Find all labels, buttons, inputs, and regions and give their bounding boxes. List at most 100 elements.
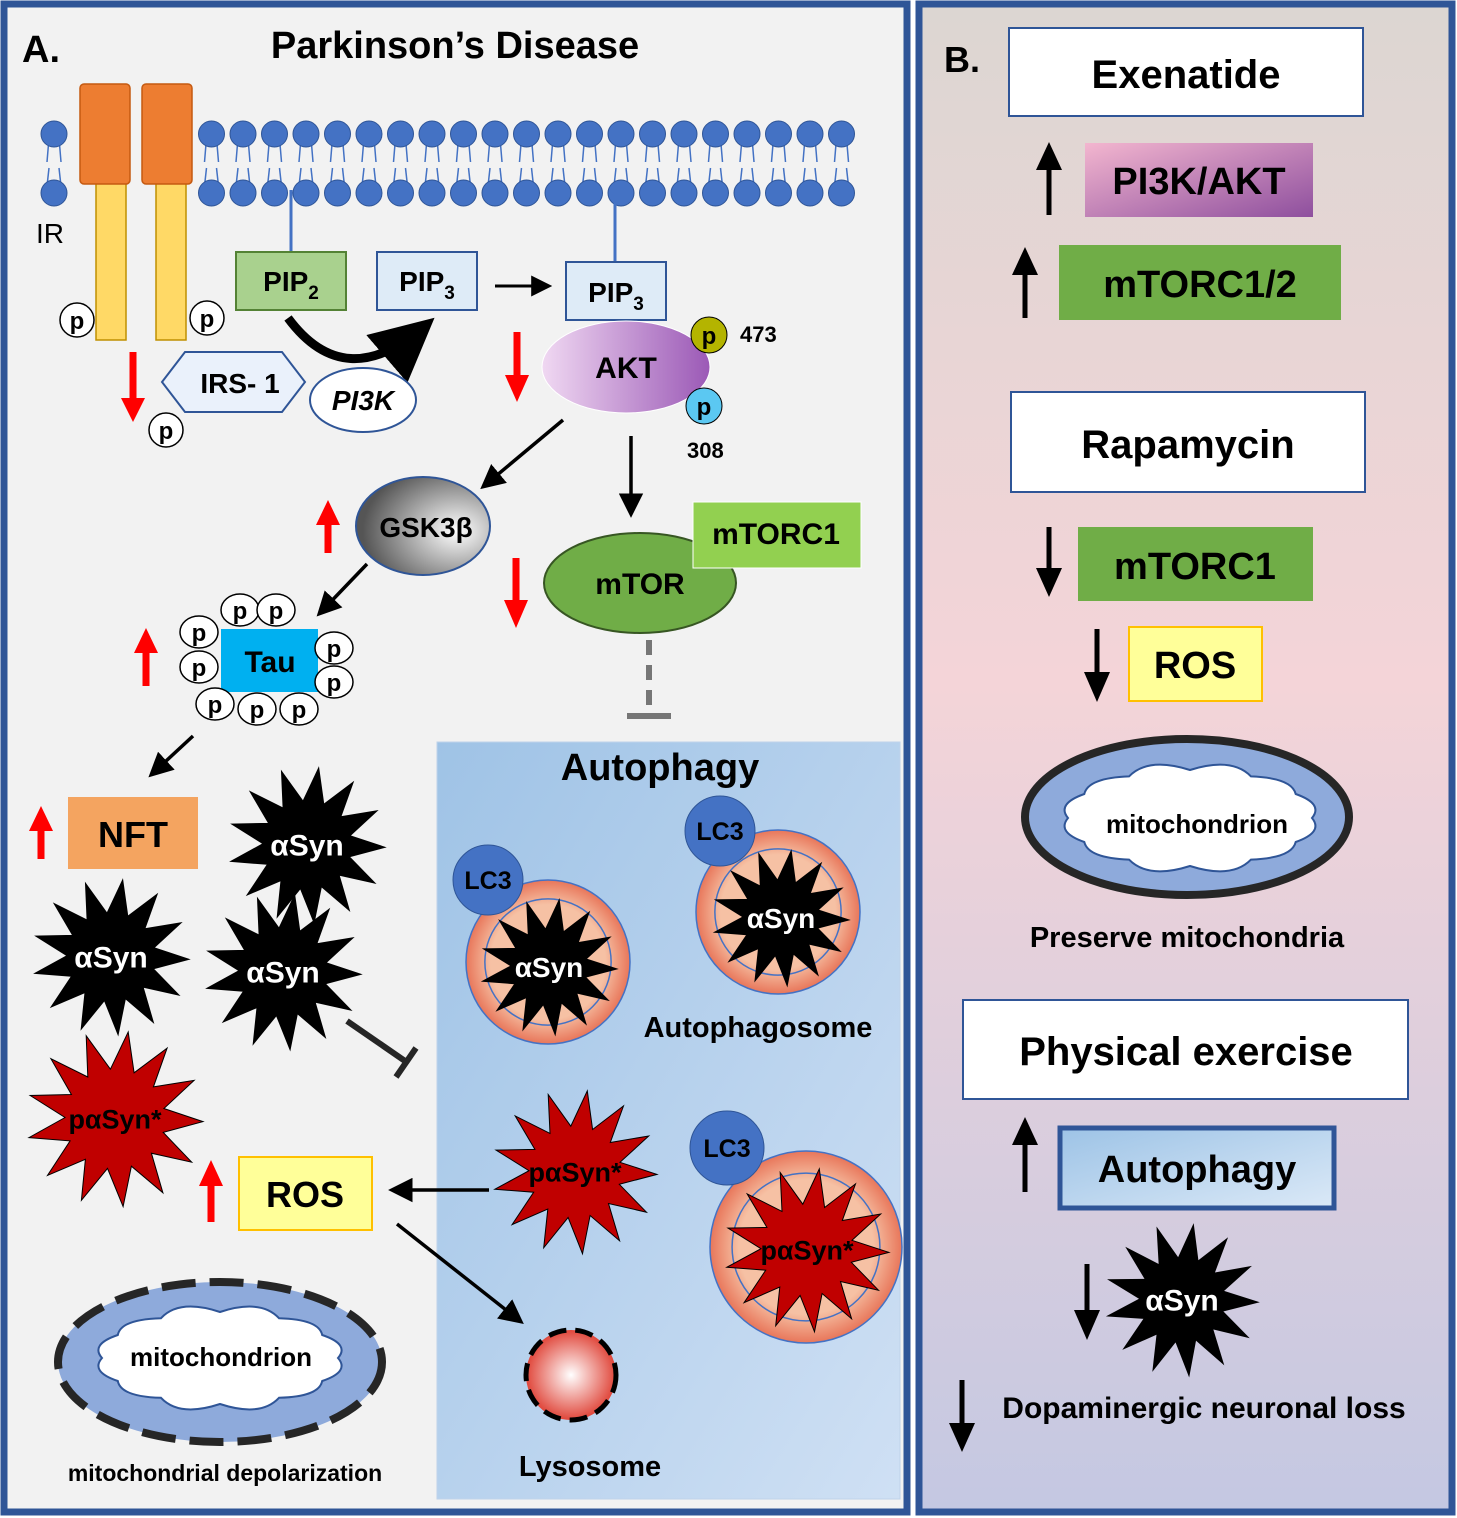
rapamycin-box: Rapamycin [1010,391,1366,493]
lc3-marker: LC3 [689,1110,765,1186]
exercise-box: Physical exercise [962,999,1409,1100]
asyn-star: αSyn [1105,1223,1260,1378]
autophagy-up-arrow [1012,1117,1038,1192]
mtorc12-up-arrow [1012,247,1038,318]
mtorc1-down-arrow [1036,527,1062,597]
pi3k-akt-box: PI3K/AKT [1085,143,1313,217]
lysosome [523,1327,619,1423]
dopaminergic-loss-label: Dopaminergic neuronal loss [1002,1392,1405,1425]
svg-text:pαSyn*: pαSyn* [760,1235,854,1265]
svg-text:LC3: LC3 [696,818,743,846]
svg-text:p: p [192,620,207,647]
pip3-membrane-box: PIP3 [565,261,667,321]
svg-text:PI3K/AKT: PI3K/AKT [1112,161,1285,203]
ros-down-arrow [1084,629,1110,702]
akt-ellipse: AKT [541,320,711,414]
svg-text:p: p [269,598,284,625]
pip2-to-pip3-arrow [284,315,435,383]
svg-text:p: p [70,308,85,335]
tau-box: Tau [221,629,318,692]
svg-text:PIP3: PIP3 [399,266,455,304]
insulin-receptor [79,83,193,341]
lysosome-label: Lysosome [519,1451,661,1483]
svg-text:ROS: ROS [266,1174,344,1215]
mtorc1-box-b: mTORC1 [1078,527,1313,601]
ros-increase-arrow [199,1160,223,1222]
svg-text:p: p [702,323,717,350]
cell-membrane [40,120,855,207]
svg-text:αSyn: αSyn [270,830,343,863]
receptor-phospho-left: p [59,302,95,338]
svg-text:NFT: NFT [98,814,168,855]
svg-text:PI3K: PI3K [332,385,396,416]
lc3-marker: LC3 [684,795,756,867]
autophagy-title: Autophagy [561,747,759,789]
svg-text:Tau: Tau [244,646,295,679]
akt-decrease-arrow [505,332,529,402]
pip3-box: PIP3 [376,251,478,311]
svg-text:LC3: LC3 [703,1135,750,1163]
asyn-star: αSyn [33,878,191,1037]
svg-text:Autophagy: Autophagy [1098,1149,1296,1191]
irs1-decrease-arrow [121,352,145,422]
svg-text:GSK3β: GSK3β [379,512,472,543]
mtor-decrease-arrow [504,558,528,628]
svg-text:αSyn: αSyn [74,942,147,975]
pi3k-ellipse: PI3K [309,367,417,433]
svg-text:LC3: LC3 [464,867,511,895]
svg-text:p: p [250,697,265,724]
akt-phospho-473: p [690,316,728,354]
nft-increase-arrow [29,806,53,859]
receptor-phospho-right: p [189,300,225,336]
panel-a-letter: A. [22,29,60,71]
dopaminergic-down-arrow [949,1380,975,1452]
svg-text:pαSyn*: pαSyn* [528,1157,622,1187]
svg-text:p: p [192,655,207,682]
svg-text:ROS: ROS [1154,645,1236,687]
svg-text:p: p [327,636,342,663]
tau-increase-arrow [134,628,158,686]
svg-text:αSyn: αSyn [246,957,319,990]
asyn-star: αSyn [229,766,387,925]
irs1-phospho: p [148,412,184,448]
ros-box-a: ROS [238,1156,373,1231]
irs1-hexagon: IRS- 1 [160,351,307,413]
gsk3b-ellipse: GSK3β [355,476,491,576]
pasyn-star: pαSyn* [493,1089,659,1256]
svg-text:pαSyn*: pαSyn* [68,1104,162,1134]
autophagosome-label: Autophagosome [644,1012,873,1044]
svg-text:PIP2: PIP2 [263,266,319,304]
ros-to-lysosome-arrow [395,1222,524,1325]
svg-text:αSyn: αSyn [1145,1285,1218,1318]
panel-b-letter: B. [944,39,980,80]
svg-text:p: p [697,394,712,421]
mitochondrion-depolarized: mitochondrion [54,1278,386,1446]
svg-text:mTORC1: mTORC1 [712,518,840,551]
svg-text:p: p [292,697,307,724]
svg-text:mTORC1: mTORC1 [1114,546,1276,588]
svg-text:mitochondrion: mitochondrion [130,1342,312,1372]
akt-to-gsk3b-arrow [480,418,565,490]
mtorc1-box: mTORC1 [692,501,862,569]
asyn-inhibits-autophagy [345,1018,419,1079]
svg-text:IRS- 1: IRS- 1 [200,368,279,399]
nft-box: NFT [68,797,198,869]
svg-text:Rapamycin: Rapamycin [1081,423,1294,467]
akt-site-473: 473 [740,322,777,347]
pasyn-star: pαSyn* [27,1030,205,1209]
gsk3b-increase-arrow [316,500,340,553]
akt-phospho-308: p [685,387,723,425]
svg-text:mitochondrion: mitochondrion [1106,809,1288,839]
svg-text:p: p [200,306,215,333]
mtor-ellipse: mTOR [543,532,737,634]
autophagy-box-b: Autophagy [1057,1125,1337,1211]
svg-text:mTORC1/2: mTORC1/2 [1103,264,1297,306]
mtorc12-box: mTORC1/2 [1059,245,1341,320]
svg-text:p: p [327,670,342,697]
svg-text:Physical exercise: Physical exercise [1019,1030,1353,1074]
ros-box-b: ROS [1128,626,1263,702]
akt-site-308: 308 [687,438,724,463]
